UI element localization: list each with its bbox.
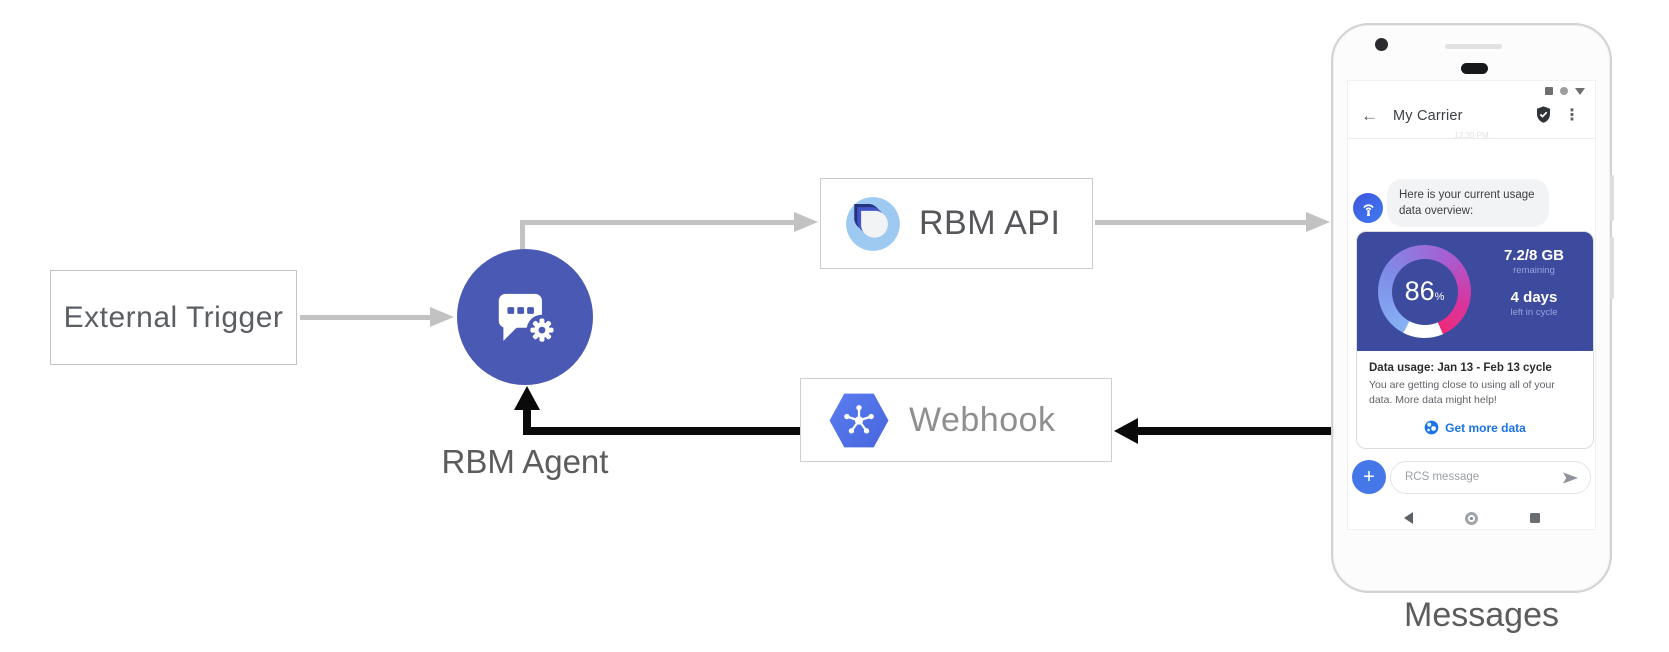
arrowhead-agent-to-api [794, 212, 818, 232]
arrow-phone-to-webhook [1134, 427, 1332, 435]
cycle-days-value: 4 days [1510, 289, 1558, 306]
arrow-api-to-phone [1095, 220, 1306, 225]
nav-back-button[interactable] [1403, 512, 1413, 524]
rbm-api-box: RBM API [820, 178, 1093, 269]
usage-card-title: Data usage: Jan 13 - Feb 13 cycle [1369, 362, 1552, 374]
remaining-value: 7.2/8 GB [1503, 247, 1565, 264]
usage-gauge: 86 % [1378, 245, 1471, 338]
earpiece [1461, 63, 1488, 74]
phone-screen: ← My Carrier ⋮ 12:30 PM [1347, 80, 1596, 530]
arrow-agent-to-api-vertical [520, 221, 525, 250]
conversation-title: My Carrier [1393, 108, 1463, 124]
arrow-webhook-to-agent-vertical [523, 408, 531, 435]
power-button [1610, 175, 1614, 221]
overflow-menu-icon[interactable]: ⋮ [1564, 107, 1580, 124]
nav-home-button[interactable] [1464, 511, 1478, 525]
usage-percent-sign: % [1434, 290, 1445, 303]
usage-card-body: You are getting close to using all of yo… [1369, 379, 1555, 407]
usage-stats: 7.2/8 GB remaining 4 days left in cycle [1481, 247, 1587, 318]
back-arrow-icon[interactable]: ← [1361, 106, 1378, 125]
rbm-agent-node [457, 249, 593, 385]
external-trigger-box: External Trigger [50, 270, 297, 365]
verified-shield-icon [1534, 105, 1553, 129]
agent-avatar [1353, 193, 1383, 223]
usage-percent: 86 [1404, 276, 1435, 306]
chat-timestamp: 12:30 PM [1454, 131, 1489, 140]
arrowhead-api-to-phone [1306, 212, 1330, 232]
rbm-agent-label: RBM Agent [441, 443, 609, 480]
compose-bar[interactable] [1390, 461, 1591, 494]
cycle-days-label: left in cycle [1510, 307, 1558, 318]
app-header: ← My Carrier ⋮ [1348, 102, 1595, 137]
usage-card-text-section: Data usage: Jan 13 - Feb 13 cycle You ar… [1357, 351, 1593, 448]
usage-card-chart-section: 86 % 7.2/8 GB remaining 4 days left in c… [1357, 232, 1593, 351]
arrowhead-webhook-to-agent [514, 386, 540, 410]
header-divider [1348, 138, 1595, 139]
chat-gear-icon [498, 293, 558, 346]
get-more-data-label[interactable]: Get more data [1445, 420, 1526, 435]
rbm-api-label: RBM API [919, 204, 1061, 242]
get-more-data-action[interactable]: Get more data [1369, 420, 1581, 435]
antenna-icon [1363, 203, 1373, 216]
status-bar [1545, 87, 1585, 95]
send-icon[interactable] [1562, 471, 1579, 490]
arrow-agent-to-api-horizontal [520, 220, 794, 225]
speaker-slit [1445, 44, 1502, 49]
globe-icon [1424, 421, 1439, 435]
usage-gauge-center: 86 % [1391, 258, 1458, 325]
volume-button [1610, 237, 1614, 299]
arrow-webhook-to-agent-horizontal [523, 427, 800, 435]
status-signal-icon [1560, 87, 1568, 95]
webhook-box: Webhook [800, 378, 1112, 462]
usage-card: 86 % 7.2/8 GB remaining 4 days left in c… [1356, 231, 1594, 450]
webhook-label: Webhook [909, 400, 1056, 439]
agent-message-bubble: Here is your current usage data overview… [1387, 179, 1549, 228]
arrowhead-phone-to-webhook [1114, 418, 1138, 444]
status-network-icon [1545, 87, 1553, 95]
android-nav-bar [1348, 509, 1595, 527]
attach-plus-button[interactable]: + [1352, 460, 1386, 494]
webhook-hexagon-icon [829, 393, 889, 447]
rbm-api-logo-icon [846, 196, 900, 251]
status-battery-icon [1575, 87, 1585, 95]
external-trigger-label: External Trigger [63, 300, 284, 334]
phone-mockup: ← My Carrier ⋮ 12:30 PM [1331, 23, 1614, 593]
nav-recents-button[interactable] [1529, 513, 1540, 523]
rcs-message-input[interactable] [1405, 463, 1545, 491]
arrow-trigger-to-agent [300, 315, 430, 320]
phone-caption: Messages [1404, 596, 1559, 634]
remaining-label: remaining [1513, 265, 1555, 276]
arrowhead-trigger-to-agent [430, 307, 454, 327]
front-camera [1375, 38, 1388, 51]
